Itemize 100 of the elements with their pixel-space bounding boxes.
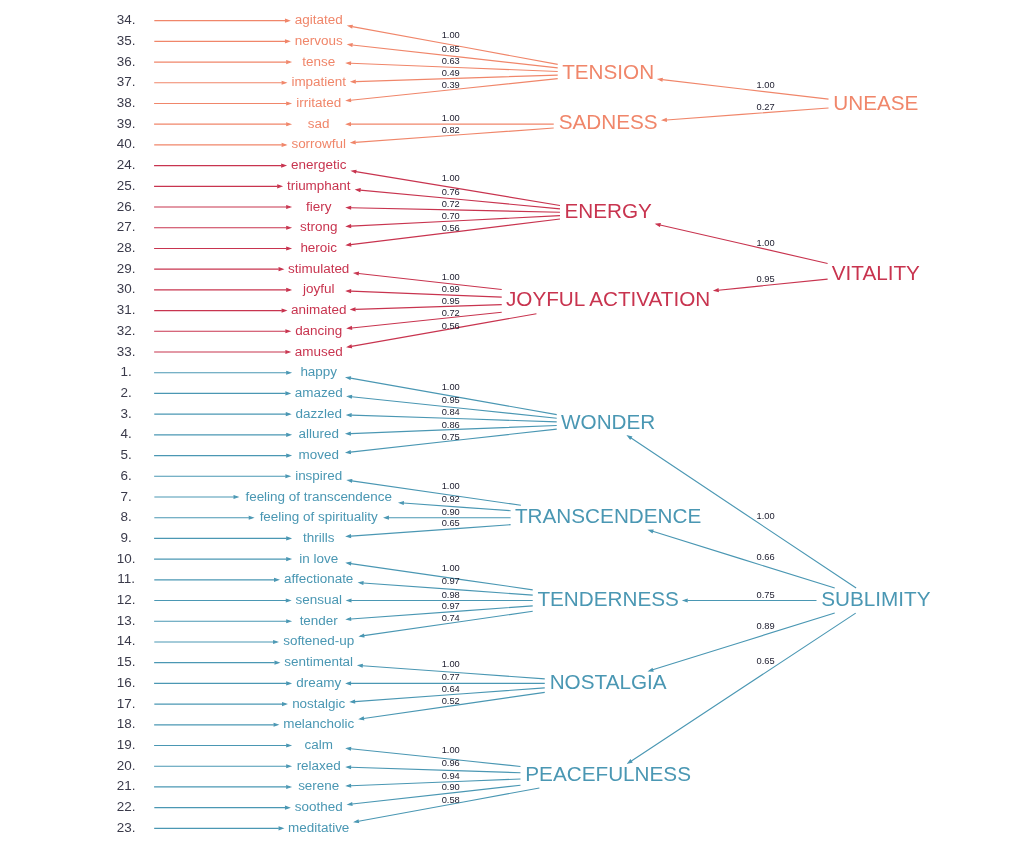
node-text: relaxed bbox=[296, 757, 341, 773]
arrow bbox=[153, 784, 293, 789]
arrow bbox=[660, 107, 830, 122]
edge-label: 0.65 bbox=[756, 655, 775, 666]
arrow bbox=[153, 722, 280, 727]
arrow bbox=[345, 413, 558, 423]
edge-label: 1.00 bbox=[441, 381, 460, 392]
edge-label: 1.00 bbox=[756, 510, 775, 521]
node-text: amused bbox=[294, 343, 343, 359]
arrow bbox=[153, 18, 291, 23]
arrow bbox=[345, 61, 559, 73]
edge-label: 1.00 bbox=[756, 80, 775, 91]
arrow bbox=[345, 681, 546, 686]
node-text: 35. bbox=[116, 32, 136, 48]
node-text: 4. bbox=[120, 426, 132, 442]
node-text: 14. bbox=[116, 633, 136, 649]
node-text: UNEASE bbox=[833, 90, 919, 114]
node-text: calm bbox=[304, 737, 333, 753]
arrow bbox=[349, 127, 555, 145]
node-text: agitated bbox=[294, 12, 343, 28]
edge-label: 0.95 bbox=[756, 273, 775, 284]
edge-label: 0.89 bbox=[756, 620, 775, 631]
arrow bbox=[356, 663, 546, 680]
node-text: in love bbox=[299, 550, 339, 566]
arrow bbox=[153, 122, 293, 127]
arrow bbox=[153, 287, 293, 292]
arrow bbox=[350, 169, 561, 206]
node-text: meditative bbox=[288, 819, 350, 835]
arrow bbox=[349, 304, 503, 312]
node-text: 16. bbox=[116, 674, 136, 690]
node-text: softened-up bbox=[283, 633, 355, 649]
edge-label: 0.49 bbox=[441, 67, 460, 78]
node-text: sad bbox=[307, 115, 330, 131]
arrow bbox=[345, 605, 534, 622]
edge-label: 0.97 bbox=[441, 601, 460, 612]
node-text: WONDER bbox=[560, 409, 656, 433]
node-text: 9. bbox=[120, 529, 132, 545]
node-text: SUBLIMITY bbox=[821, 586, 931, 610]
node-text: serene bbox=[298, 778, 340, 794]
arrow bbox=[345, 205, 561, 213]
edge-label: 0.39 bbox=[441, 80, 460, 91]
edge-label: 0.77 bbox=[441, 672, 460, 683]
node-text: PEACEFULNESS bbox=[525, 761, 691, 785]
edge-label: 0.98 bbox=[441, 589, 460, 600]
node-text: animated bbox=[291, 302, 347, 318]
arrow bbox=[153, 370, 293, 375]
edge-label: 0.90 bbox=[441, 506, 460, 517]
arrow bbox=[153, 639, 279, 645]
node-text: feeling of transcendence bbox=[245, 488, 393, 504]
node-text: 5. bbox=[120, 447, 132, 463]
edge-label: 0.65 bbox=[441, 518, 460, 529]
node-text: energetic bbox=[291, 157, 347, 173]
node-text: nostalgic bbox=[292, 695, 346, 711]
arrow bbox=[345, 778, 522, 788]
node-text: 31. bbox=[116, 302, 136, 318]
arrow bbox=[346, 311, 503, 330]
edge-label: 0.94 bbox=[441, 770, 460, 781]
node-text: sorrowful bbox=[291, 136, 346, 152]
node-text: 37. bbox=[116, 74, 136, 90]
edge-label: 0.66 bbox=[756, 552, 775, 563]
arrow bbox=[153, 536, 293, 541]
arrow bbox=[626, 612, 857, 765]
arrow bbox=[153, 267, 285, 272]
edge-label: 1.00 bbox=[756, 237, 775, 248]
arrow bbox=[153, 743, 293, 748]
edge-label: 0.27 bbox=[756, 101, 775, 112]
edge-label: 0.64 bbox=[441, 683, 460, 694]
node-text: 34. bbox=[116, 12, 136, 28]
arrow bbox=[153, 660, 281, 665]
arrow bbox=[383, 515, 512, 520]
node-text: 19. bbox=[116, 737, 136, 753]
node-text: fiery bbox=[306, 198, 332, 214]
node-text: dazzled bbox=[295, 405, 342, 421]
edge-label: 0.72 bbox=[441, 307, 460, 318]
arrow bbox=[647, 529, 836, 589]
node-text: 20. bbox=[116, 757, 136, 773]
node-text: melancholic bbox=[283, 716, 355, 732]
arrow bbox=[346, 478, 522, 506]
arrow bbox=[654, 223, 829, 265]
node-text: thrills bbox=[303, 529, 335, 545]
node-text: heroic bbox=[300, 239, 338, 255]
node-text: 25. bbox=[116, 177, 136, 193]
node-text: TENSION bbox=[562, 59, 655, 83]
arrow bbox=[153, 577, 280, 582]
arrow bbox=[153, 163, 288, 168]
node-text: 21. bbox=[116, 778, 136, 794]
node-text: affectionate bbox=[284, 571, 354, 587]
edge-label: 0.63 bbox=[441, 56, 460, 67]
edge-label: 0.86 bbox=[441, 419, 460, 430]
arrow bbox=[358, 691, 546, 721]
edge-label: 1.00 bbox=[441, 659, 460, 670]
node-text: nervous bbox=[294, 32, 343, 48]
arrow bbox=[153, 246, 293, 251]
edge-label: 0.72 bbox=[441, 199, 460, 210]
arrow bbox=[153, 432, 293, 437]
arrow bbox=[153, 515, 255, 520]
node-text: joyful bbox=[303, 281, 335, 297]
arrow bbox=[153, 412, 292, 417]
arrow bbox=[345, 765, 522, 774]
arrow bbox=[153, 764, 293, 769]
